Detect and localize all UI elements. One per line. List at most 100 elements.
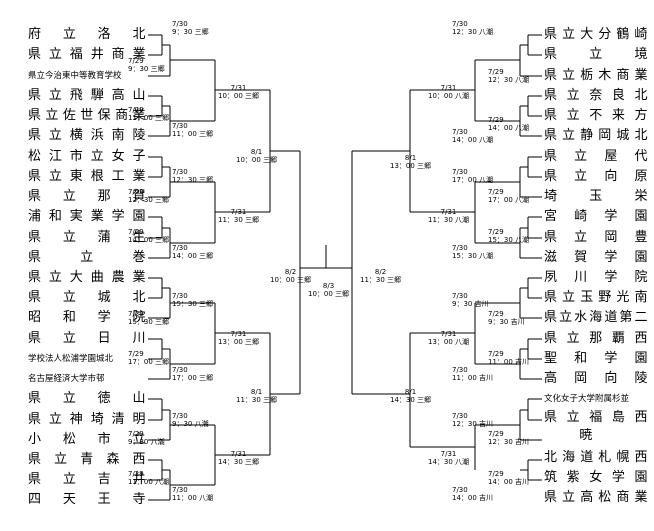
right-team-18: 高岡向陵: [544, 371, 648, 386]
match-r2-time: 10：00 八潮: [428, 92, 470, 100]
match-l3-date: 7/29: [128, 106, 144, 114]
match-l16-time: 9：30 八潮: [128, 438, 165, 446]
match-l11-date: 7/29: [128, 310, 144, 318]
match-r6-date: 7/29: [488, 188, 504, 196]
match-l6-time: 12：30 三郷: [128, 196, 170, 204]
match-l5-time: 12：30 三郷: [172, 176, 214, 184]
match-l13-time: 17：00 三郷: [128, 358, 170, 366]
match-r1-date: 7/30: [452, 20, 468, 28]
left-team-7: 松江市立女子: [28, 149, 146, 164]
right-team-17: 聖和学園: [544, 351, 648, 366]
match-l7-date: 7/31: [230, 208, 247, 216]
left-team-8: 県立東根工業: [28, 169, 146, 184]
match-r7-date: 7/31: [440, 208, 457, 216]
match-r14-date: 7/30: [452, 366, 468, 374]
match-l11-time: 15：30 三郷: [128, 318, 170, 326]
match-lq2-time: 11：30 三郷: [236, 396, 278, 404]
right-team-10: 宮崎学園: [544, 209, 648, 224]
match-r13-time: 11：00 吉川: [488, 358, 530, 366]
match-r1b-date: 7/29: [488, 68, 504, 76]
match-l6-date: 7/29: [128, 188, 144, 196]
match-l1b-date: 7/29: [128, 57, 144, 65]
match-l10-date: 7/30: [172, 292, 188, 300]
right-team-1: 県立大分鶴崎: [544, 27, 648, 42]
match-r8-time: 15：30 八潮: [488, 236, 530, 244]
match-l5-date: 7/30: [172, 168, 188, 176]
match-r18-time: 14：00 吉川: [488, 478, 530, 486]
right-team-21: 北海道札幌西: [544, 450, 648, 465]
right-team-7: 県立屋代: [544, 149, 648, 164]
left-team-12: 県立巻: [28, 250, 146, 265]
match-r1-time: 12：30 八潮: [452, 28, 494, 36]
match-l3-time: 11：00 三郷: [128, 114, 170, 122]
right-team-11: 県立岡豊: [544, 230, 648, 245]
match-l4-time: 11：00 三郷: [172, 130, 214, 138]
match-l9-time: 14：00 三郷: [172, 252, 214, 260]
right-team-extra: 暁: [579, 428, 593, 443]
left-team-23: 県立吉井: [28, 472, 146, 487]
left-team-6: 県立横浜南陵: [28, 128, 146, 143]
match-l8-date: 7/29: [128, 228, 144, 236]
match-l16-date: 7/29: [128, 430, 144, 438]
left-team-15: 昭和学院: [28, 310, 146, 325]
match-r19-time: 14：00 吉川: [452, 494, 494, 502]
match-r12-time: 13：00 八潮: [428, 338, 470, 346]
match-r4-time: 14：00 八潮: [452, 136, 494, 144]
match-l8-time: 14：00 三郷: [128, 236, 170, 244]
right-team-23: 県立高松商業: [544, 490, 648, 505]
left-team-10: 浦和実業学園: [28, 209, 146, 224]
match-lq1-date: 8/1: [250, 148, 263, 156]
right-team-5: 県立不来方: [544, 108, 648, 123]
match-r15-date: 7/30: [452, 412, 468, 420]
match-r2-date: 7/31: [440, 84, 457, 92]
match-r17-date: 7/31: [440, 450, 457, 458]
match-rs-time: 11：30 三郷: [360, 276, 402, 284]
match-f-date: 8/3: [322, 282, 335, 290]
match-l14-time: 17：00 三郷: [172, 374, 214, 382]
left-team-17: 学校法人松浦学園城北: [28, 354, 114, 364]
match-lq1-time: 10：00 三郷: [236, 156, 278, 164]
right-team-6: 県立静岡城北: [544, 128, 648, 143]
match-r14-time: 11：00 吉川: [452, 374, 494, 382]
match-l2-date: 7/31: [230, 84, 247, 92]
match-l9-date: 7/30: [172, 244, 188, 252]
match-l18-date: 7/29: [128, 470, 144, 478]
right-team-22: 筑紫女学園: [544, 470, 648, 485]
right-team-3: 県立栃木商業: [544, 68, 648, 83]
match-r16-time: 12：30 吉川: [488, 438, 530, 446]
match-l7-time: 11：30 三郷: [218, 216, 260, 224]
match-rq2-date: 8/1: [404, 388, 417, 396]
right-team-15: 県立水海道第二: [544, 310, 648, 325]
match-l12-time: 13：00 三郷: [218, 338, 260, 346]
